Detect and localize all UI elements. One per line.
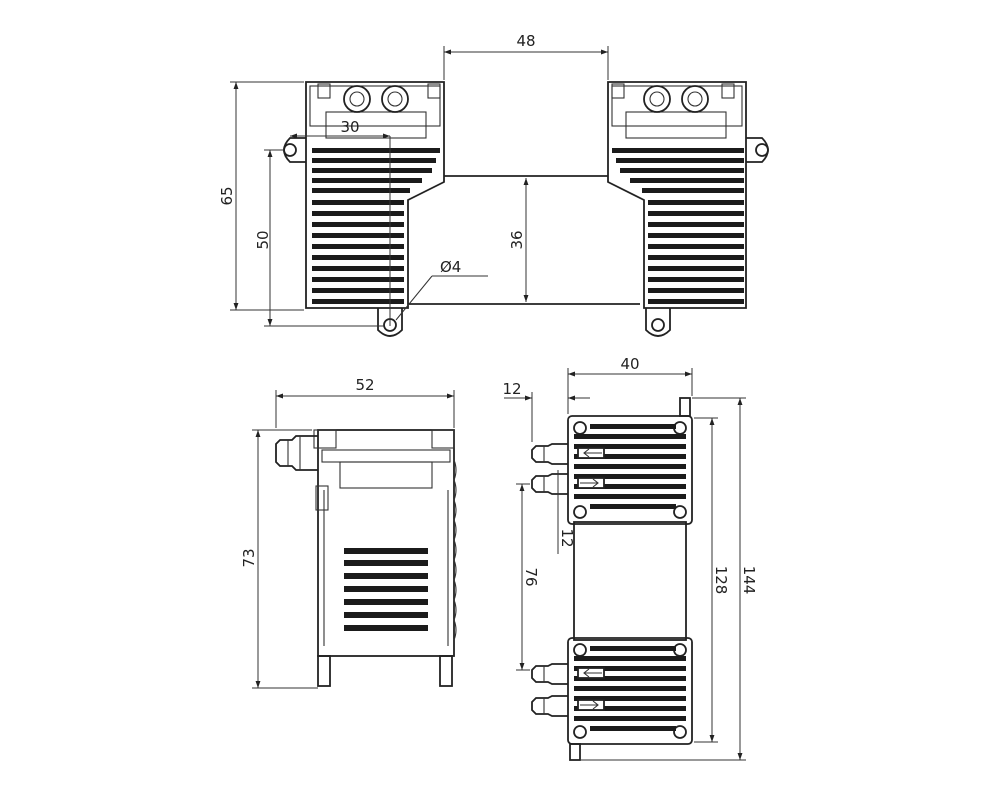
right-mount-hole-icon <box>755 143 769 157</box>
left-mount-hole-icon <box>283 143 297 157</box>
dim-76: 76 <box>516 483 540 671</box>
bottom-inlet-fitting-icon <box>531 663 568 685</box>
dim-30-label: 30 <box>340 118 359 136</box>
top-outlet-fitting-icon <box>531 473 568 495</box>
front-top-fins <box>574 424 686 509</box>
dim-128-label: 128 <box>712 566 730 595</box>
right-port-2-icon <box>681 85 709 113</box>
dim-36: 36 <box>508 178 529 302</box>
dim-128: 128 <box>694 417 730 743</box>
front-bottom-block <box>531 637 693 761</box>
dim-12-vertical: 12 <box>557 470 576 554</box>
dim-30: 30 <box>290 118 391 326</box>
front-view: 40 12 12 76 128 <box>502 355 758 761</box>
side-hose-fitting-icon <box>275 435 318 471</box>
dim-36-label: 36 <box>508 230 526 249</box>
right-port-1-icon <box>643 85 671 113</box>
dim-12-horizontal: 12 <box>502 380 590 442</box>
dim-40-label: 40 <box>620 355 639 373</box>
dim-144-label: 144 <box>740 566 758 595</box>
dim-65-label: 65 <box>218 186 236 205</box>
dim-50-label: 50 <box>254 230 272 249</box>
left-port-1-icon <box>343 85 371 113</box>
dim-76-label: 76 <box>522 567 540 586</box>
dim-12v-label: 12 <box>558 528 576 547</box>
bottom-outlet-fitting-icon <box>531 695 568 717</box>
left-fins <box>312 148 440 304</box>
dim-40: 40 <box>567 355 693 414</box>
top-view: 48 65 50 30 36 <box>218 32 769 337</box>
dim-50: 50 <box>254 149 384 327</box>
dim-hole-diameter: Ø4 <box>395 258 488 321</box>
bridge-tube <box>408 175 640 305</box>
dim-12h-label: 12 <box>502 380 521 398</box>
front-top-block <box>531 397 693 525</box>
dim-65: 65 <box>218 81 304 311</box>
bottom-right-mount-hole-icon <box>651 318 665 332</box>
dim-52-label: 52 <box>355 376 374 394</box>
right-radiator-block <box>607 81 769 337</box>
dim-48-label: 48 <box>516 32 535 50</box>
side-fins <box>344 548 428 631</box>
flow-arrow-left-icon <box>583 448 602 458</box>
side-view: 52 73 <box>240 376 457 689</box>
left-radiator-block <box>283 81 445 337</box>
left-port-2-icon <box>381 85 409 113</box>
right-fins <box>612 148 744 304</box>
dim-144: 144 <box>580 397 758 761</box>
dim-73: 73 <box>240 429 318 689</box>
dim-73-label: 73 <box>240 548 258 567</box>
flow-arrow-right-icon <box>580 478 599 488</box>
dim-48: 48 <box>443 32 609 80</box>
dim-hole-label: Ø4 <box>440 258 461 276</box>
front-bridge <box>573 521 687 641</box>
top-inlet-fitting-icon <box>531 443 568 465</box>
dim-52: 52 <box>275 376 455 428</box>
front-bottom-fins <box>574 646 686 731</box>
